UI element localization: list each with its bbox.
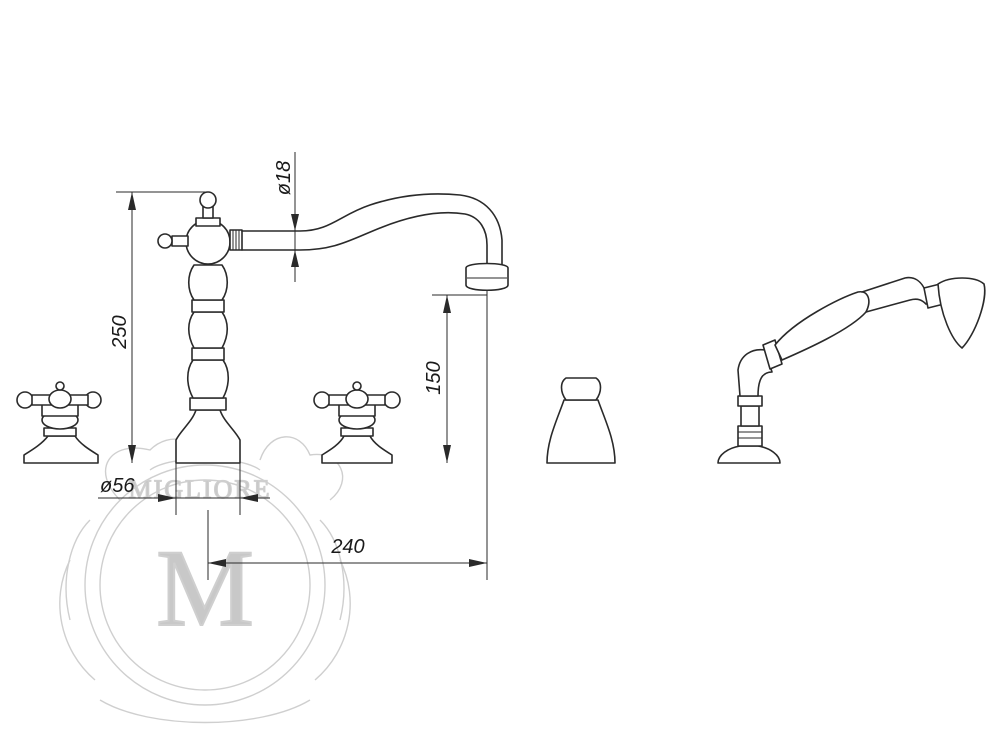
left-cross-handle-valve: [16, 381, 102, 464]
dimension-label-150: 150: [423, 361, 445, 394]
dimension-base-diameter: ø56: [98, 463, 270, 515]
dimension-spout-height: 250: [109, 191, 208, 463]
right-cross-handle-valve: [313, 381, 401, 464]
dimension-outlet-height: 150: [423, 294, 487, 463]
hand-shower: [717, 276, 986, 464]
dimension-label-18: ø18: [273, 161, 295, 195]
center-spout: [157, 191, 509, 464]
watermark-monogram: M: [156, 527, 254, 649]
dimension-label-240: 240: [330, 536, 364, 558]
dimension-spout-diameter: ø18: [273, 152, 299, 282]
dimension-label-250: 250: [109, 315, 131, 349]
diverter-knob: [546, 377, 616, 464]
dimension-spout-reach: 240: [207, 510, 487, 580]
dimension-label-56: ø56: [100, 475, 135, 497]
brand-watermark: M MIGLIORE: [59, 436, 351, 724]
